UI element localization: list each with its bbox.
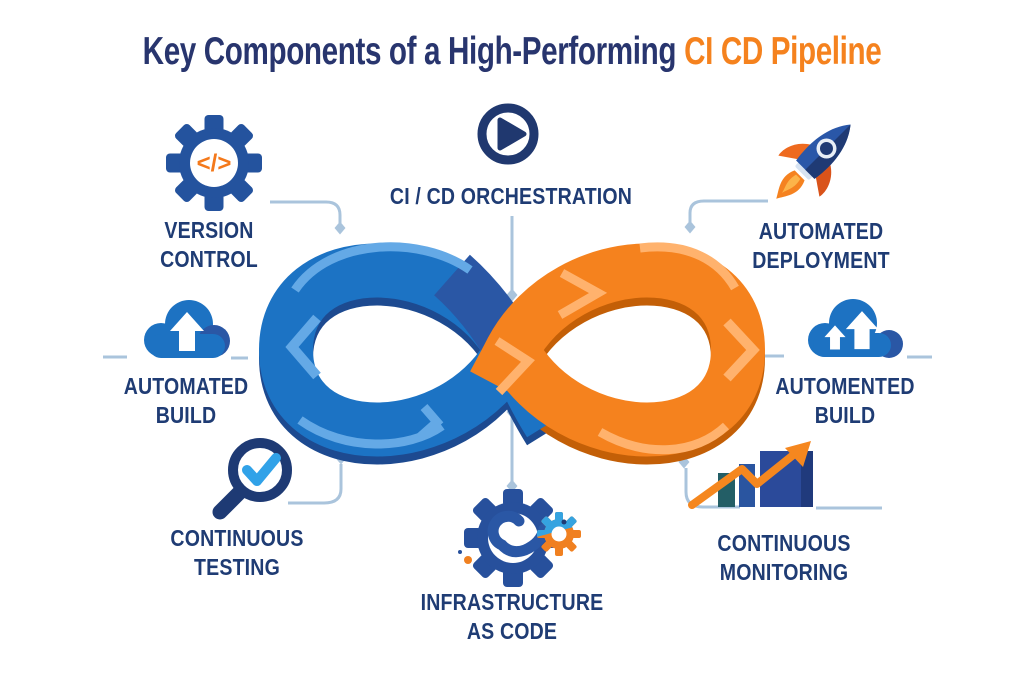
upload-arrow-small xyxy=(824,325,846,350)
flow-highlight xyxy=(639,242,739,291)
cloud-upload-icon xyxy=(144,300,230,358)
accent-dot xyxy=(458,550,462,554)
rocket-icon xyxy=(776,124,851,199)
cloud-double-upload-icon xyxy=(808,299,903,358)
label-automated-build: AUTOMATED BUILD xyxy=(124,372,249,430)
label-line: CI / CD ORCHESTRATION xyxy=(389,183,633,209)
label-line: AS CODE xyxy=(466,618,558,644)
bar-chart-arrow-icon xyxy=(688,441,813,509)
label-continuous-testing: CONTINUOUS TESTING xyxy=(170,524,303,582)
label-line: MONITORING xyxy=(719,559,849,585)
trend-arrow xyxy=(688,448,801,509)
label-line: BUILD xyxy=(155,402,217,428)
upload-arrow-large xyxy=(845,311,879,350)
arrow-diamond xyxy=(334,221,346,235)
upload-arrow xyxy=(170,312,204,351)
flow-highlight xyxy=(597,422,730,455)
play-circle-icon xyxy=(477,103,539,165)
flow-highlight xyxy=(291,242,473,293)
gear-loop-icon xyxy=(458,489,581,587)
label-automated-deployment: AUTOMATED DEPLOYMENT xyxy=(752,217,889,275)
label-cicd-orchestration: CI / CD ORCHESTRATION xyxy=(390,182,632,211)
flow-chevron xyxy=(723,318,760,382)
connector-deployment xyxy=(688,199,768,222)
check-mark xyxy=(242,453,281,486)
connector-version-control xyxy=(270,200,342,223)
label-line: CONTINUOUS xyxy=(717,530,851,556)
label-line: BUILD xyxy=(814,402,876,428)
connector-build-left-dash xyxy=(103,355,248,360)
label-line: DEPLOYMENT xyxy=(752,247,890,273)
loop-swirl xyxy=(487,510,550,558)
label-line: AUTOMATED xyxy=(758,218,884,244)
flow-chevron xyxy=(557,269,608,319)
loop-orange-highlights xyxy=(494,242,760,455)
title-accent: CI CD Pipeline xyxy=(684,30,882,73)
loop-orange xyxy=(470,243,766,457)
accent-dot xyxy=(464,556,472,564)
label-line: AUTOMATED xyxy=(123,373,249,399)
label-version-control: VERSION CONTROL xyxy=(160,216,258,274)
label-line: CONTROL xyxy=(160,246,258,272)
loop-blue-highlights xyxy=(285,242,473,449)
title-main: Key Components of a High-Performing xyxy=(142,30,677,73)
label-line: INFRASTRUCTURE xyxy=(420,589,604,615)
label-line: TESTING xyxy=(194,554,280,580)
small-gear xyxy=(537,512,581,556)
connector-testing xyxy=(288,464,343,505)
flow-chevron xyxy=(285,314,321,380)
infinity-loop xyxy=(258,242,766,465)
arrow-diamond xyxy=(684,220,696,234)
code-glyph: </> xyxy=(197,150,232,177)
label-line: VERSION xyxy=(164,217,254,243)
label-automented-build: AUTOMENTED BUILD xyxy=(775,372,914,430)
trend-arrowhead xyxy=(785,441,811,467)
label-infrastructure-as-code: INFRASTRUCTURE AS CODE xyxy=(421,588,604,646)
label-line: AUTOMENTED xyxy=(775,373,915,399)
flow-chevron xyxy=(417,404,444,441)
magnifier-check-icon xyxy=(212,438,292,520)
gear-code-icon: </> xyxy=(166,115,262,211)
flow-chevron xyxy=(494,337,535,396)
label-continuous-monitoring: CONTINUOUS MONITORING xyxy=(717,529,850,587)
label-line: CONTINUOUS xyxy=(170,525,304,551)
